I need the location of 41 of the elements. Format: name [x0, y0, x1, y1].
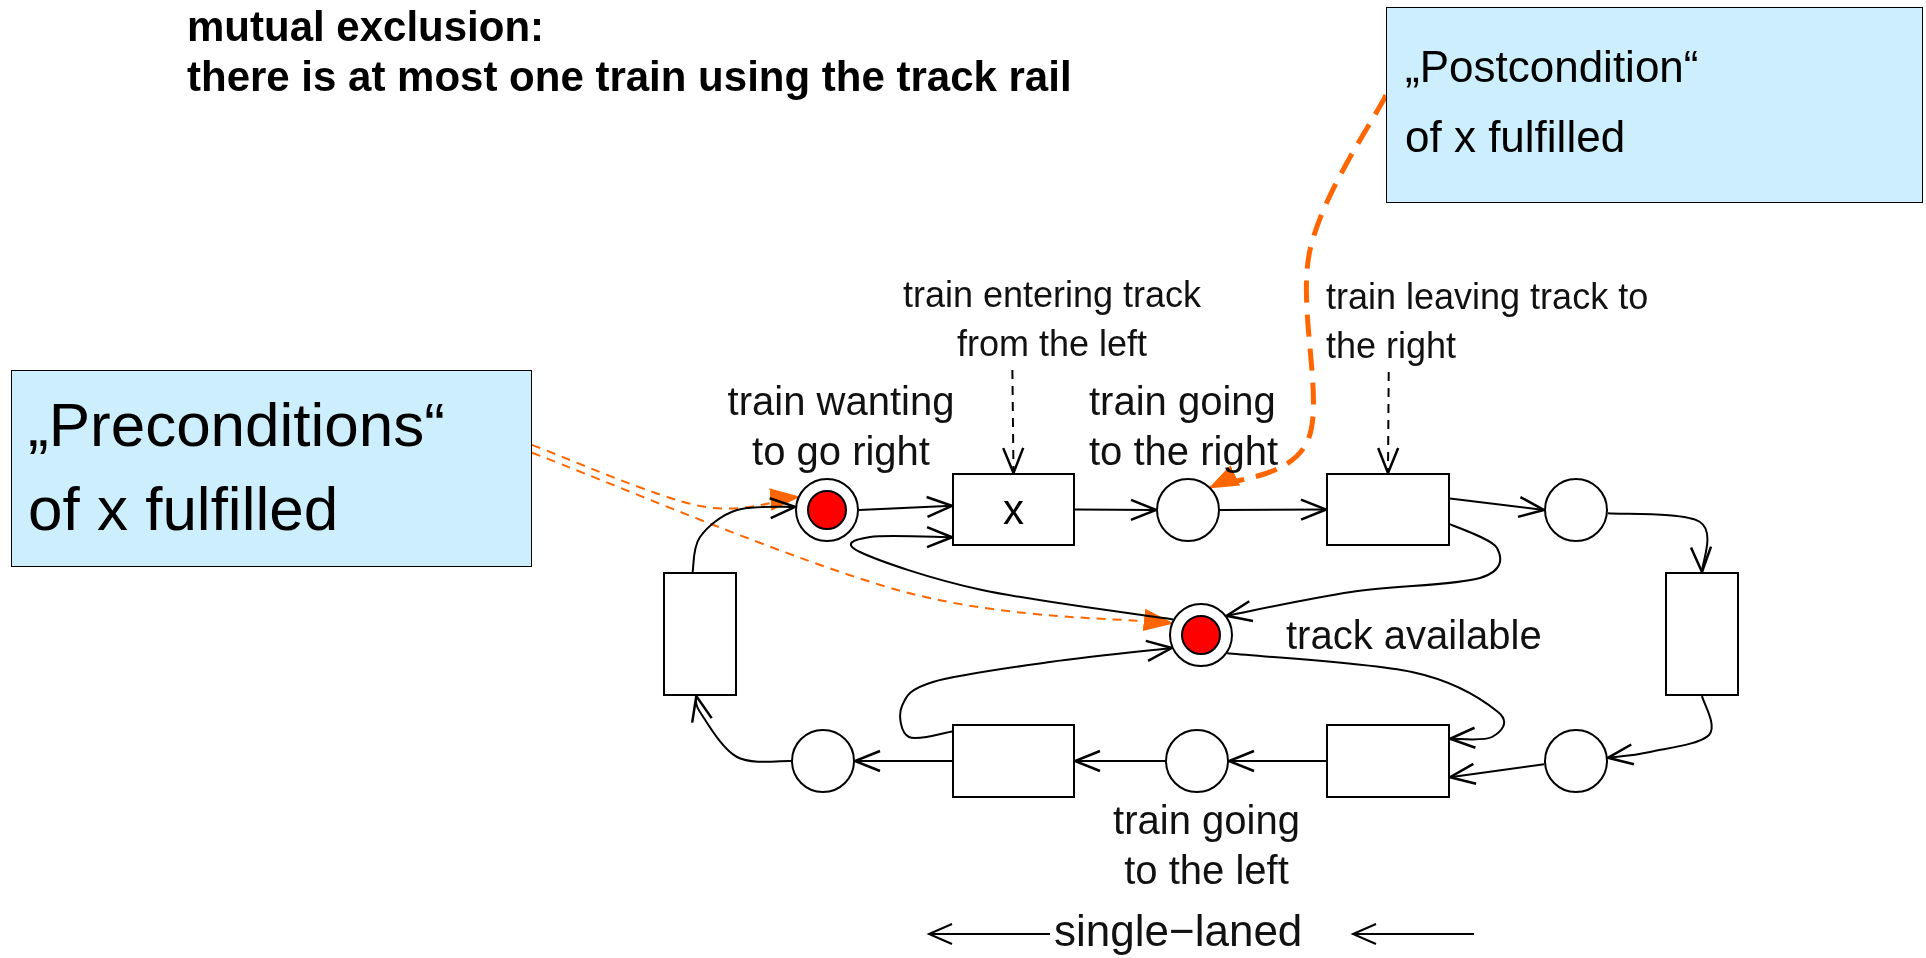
transition-name: x	[1003, 485, 1024, 534]
place-label: train going to the left	[1112, 797, 1301, 894]
arc-arrow	[899, 639, 1173, 740]
transition-box	[952, 724, 1075, 798]
marked-place	[1169, 603, 1233, 667]
place-circle	[1544, 478, 1608, 542]
arc-arrow	[1606, 695, 1713, 766]
subtitle: there is at most one train using the track rail	[187, 52, 1072, 102]
title: mutual exclusion:	[187, 2, 545, 52]
arc-arrow	[1219, 498, 1328, 521]
note-text: „Preconditions“ of x fulfilled	[28, 389, 446, 545]
arc-arrow	[1225, 523, 1502, 623]
arc-arrow	[1227, 749, 1327, 773]
place-label: train wanting to go right	[726, 378, 956, 475]
arc-arrow	[1074, 498, 1158, 522]
marked-place	[795, 478, 859, 542]
direction-label: single−laned	[1054, 906, 1303, 956]
place-circle	[791, 729, 855, 793]
transition-box	[1326, 724, 1450, 798]
arc-arrow	[849, 525, 1175, 621]
transition-box	[663, 572, 737, 696]
arc-arrow	[1226, 652, 1506, 750]
note-box	[1386, 7, 1923, 203]
arc-arrow	[691, 496, 797, 573]
arc-arrow	[853, 749, 953, 773]
note-box	[11, 370, 532, 567]
transition-box	[1665, 572, 1739, 696]
transition-box	[952, 473, 1075, 546]
arc-arrow	[858, 495, 954, 519]
note-text: „Postcondition“ of x fulfilled	[1405, 41, 1700, 163]
place-label: train going to the right	[1089, 378, 1279, 475]
place-circle	[1165, 729, 1229, 793]
transition-label: train entering track from the left	[872, 270, 1232, 368]
arc-arrow	[1449, 495, 1546, 519]
dashed-arrow	[1376, 371, 1400, 475]
transition-box	[1326, 473, 1450, 546]
dashed-arrow	[1002, 369, 1025, 475]
transition-label: train leaving track to the right	[1326, 272, 1656, 370]
place-circle	[1156, 478, 1220, 542]
place-circle	[1544, 729, 1608, 793]
place-label: track available	[1286, 612, 1543, 659]
